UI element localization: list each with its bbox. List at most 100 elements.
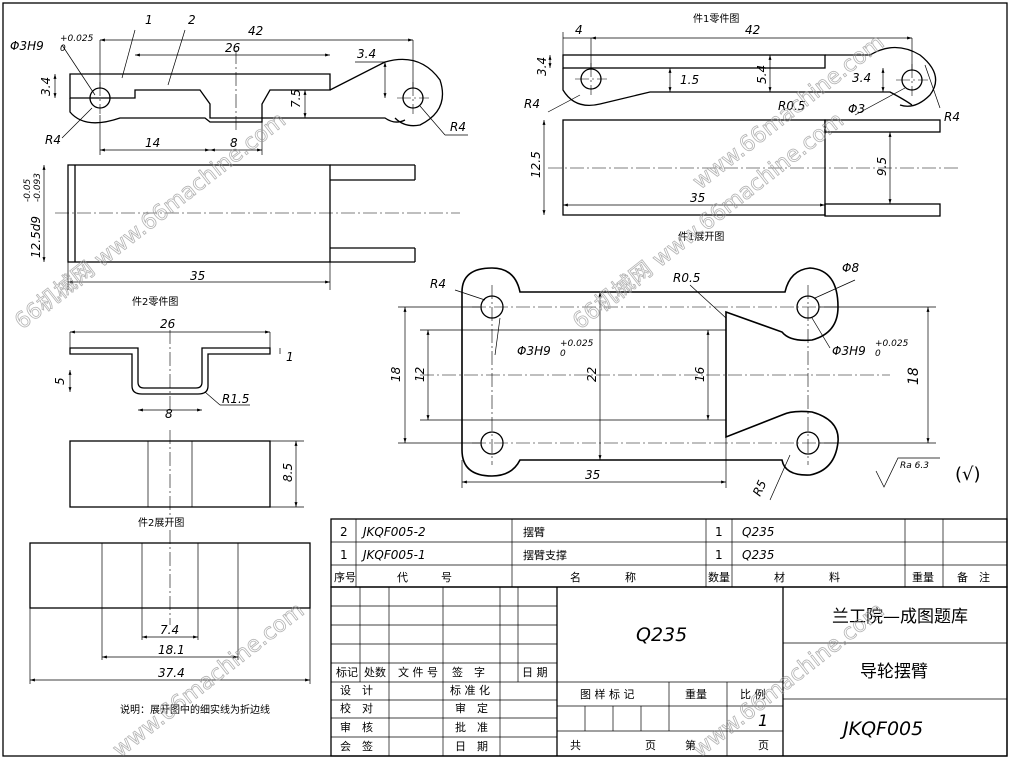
sign-authorize: 批 准	[455, 720, 488, 734]
sheet-label: 页	[645, 739, 656, 752]
part2-unfold-title: 件2展开图	[138, 517, 184, 529]
assembly-dim-26: 26	[225, 41, 241, 55]
part1-unfold-bore-right-tol-upper: +0.025	[875, 339, 909, 349]
part-row-2-qty: 1	[715, 525, 723, 539]
part1-dim-34: 3.4	[852, 71, 871, 85]
assembly-dim-42: 42	[248, 24, 263, 38]
stage-label: 图 样 标 记	[580, 687, 635, 701]
part1-unfold-view: R4 R0.5 Φ8 Φ3H9 +0.025 0 Φ3H9 +0.025 0 1…	[389, 261, 936, 501]
part1-unfold-h18-right: 18	[906, 367, 922, 385]
part-row-2-seq: 2	[340, 525, 348, 539]
part-row-1-qty: 1	[715, 548, 723, 562]
unfold-note: 说明：展开图中的细实线为折边线	[120, 703, 270, 716]
scale-value: 1	[758, 711, 768, 730]
part1-unfold-r05: R0.5	[673, 271, 700, 285]
part1-dim-95: 9.5	[875, 157, 889, 176]
header-qty: 数量	[708, 571, 730, 584]
header-remarks: 备 注	[957, 570, 990, 584]
balloon-2: 2	[188, 13, 196, 27]
sign-review: 审 核	[340, 720, 373, 734]
assembly-dim-75: 7.5	[289, 89, 303, 108]
assembly-arm-right-end	[329, 58, 444, 127]
assembly-top-width: 12.5d9	[29, 216, 43, 258]
roughness-other: (√)	[955, 464, 981, 485]
part1-unfold-d8: Φ8	[842, 261, 859, 275]
part1-radius-05: R0.5	[778, 99, 805, 113]
parts-list: 2 JKQF005-2 摆臂 1 Q235 1 JKQF005-1 摆臂支撑 1…	[330, 518, 1008, 588]
watermark: www.66machine.com	[108, 598, 309, 759]
part1-front-view: 4 42 3.4 1.5 5.4 3.4 R0.5 Φ3 R4 R4	[524, 23, 960, 124]
part-row-2-code: JKQF005-2	[361, 525, 426, 539]
part2-dim-5: 5	[53, 377, 67, 385]
assembly-top-dim-35: 35	[190, 269, 205, 283]
part2-unfold-dim-374: 37.4	[158, 666, 185, 680]
weight-label: 重量	[685, 687, 707, 701]
header-material: 材 料	[774, 570, 840, 584]
part1-radius-right: R4	[944, 110, 960, 124]
page-label: 第	[685, 738, 696, 752]
part1-unfold-bore-right-tol-lower: 0	[875, 349, 881, 359]
part1-unfold-bore-left-tol-upper: +0.025	[560, 339, 594, 349]
part1-unfold-h16: 16	[693, 366, 707, 382]
part1-dim-4: 4	[575, 23, 583, 37]
part1-dim-thick: 3.4	[535, 57, 549, 76]
part-row-1-material: Q235	[742, 548, 774, 562]
roughness-value: Ra 6.3	[900, 461, 929, 471]
part2-drawing-title: 件2零件图	[132, 296, 178, 308]
part2-unfold-dim-181: 18.1	[158, 643, 185, 657]
part1-unfold-dim-35: 35	[585, 468, 600, 482]
part1-unfold-bore-left: Φ3H9	[517, 344, 551, 358]
rev-header-sign: 签 字	[452, 665, 485, 679]
header-weight: 重量	[912, 570, 934, 584]
part1-dim-42: 42	[745, 23, 760, 37]
sign-standard: 标 准 化	[450, 683, 490, 697]
assembly-top-view: 35 12.5d9 -0.05 -0.093	[23, 164, 460, 290]
watermark: 66机械网 www.66machine.com	[568, 108, 849, 335]
drawing-number: JKQF005	[839, 718, 923, 740]
part2-dim-1: 1	[286, 350, 294, 364]
part1-unfold-bore-right: Φ3H9	[832, 344, 866, 358]
title-material: Q235	[636, 624, 687, 646]
sign-design: 设 计	[340, 684, 373, 697]
part2-top-view: 8.5	[69, 430, 304, 515]
header-code: 代 号	[397, 571, 452, 584]
part2-unfold-view: 7.4 18.1 37.4	[29, 530, 311, 684]
part1-unfold-r5: R5	[750, 478, 769, 498]
part1-dim-35: 35	[690, 191, 705, 205]
part1-unfold-title: 件1展开图	[678, 231, 724, 243]
part2-dim-85: 8.5	[281, 463, 295, 482]
part1-dim-15: 1.5	[680, 73, 699, 87]
part1-radius-left: R4	[524, 97, 540, 111]
part1-dim-54: 5.4	[755, 65, 769, 84]
part2-front-view: 26 8 5 1 R1.5	[53, 317, 294, 421]
sign-approve: 审 定	[455, 701, 488, 715]
title-block: 标记 处数 文 件 号 签 字 日 期 设 计 校 对 审 核 会 签 标 准 …	[330, 586, 1008, 757]
roughness-symbol: Ra 6.3 (√)	[875, 457, 981, 488]
part1-drawing-title: 件1零件图	[693, 13, 739, 25]
drawing-name: 导轮摆臂	[860, 662, 928, 682]
assembly-dim-offset: 3.4	[357, 47, 376, 61]
part1-unfold-h22: 22	[585, 367, 599, 382]
assembly-radius-right: R4	[450, 120, 466, 134]
sign-countersign: 会 签	[340, 739, 373, 753]
rev-header-mark: 标记	[336, 665, 358, 679]
assembly-dim-thickness: 3.4	[39, 77, 53, 96]
part1-unfold-h12: 12	[413, 367, 427, 382]
header-name: 名 称	[570, 570, 636, 584]
header-seq: 序号	[334, 570, 356, 584]
part-row-2-material: Q235	[742, 525, 774, 539]
assembly-dim-8: 8	[230, 136, 238, 150]
rev-header-count: 处数	[364, 666, 386, 679]
part1-unfold-bore-left-tol-lower: 0	[560, 349, 566, 359]
page-suffix: 页	[758, 739, 769, 752]
part-row-1-name: 摆臂支撑	[523, 548, 567, 562]
sign-check: 校 对	[340, 701, 373, 715]
total-label: 共	[570, 739, 581, 752]
part1-unfold-h18-left: 18	[389, 366, 403, 382]
assembly-width-tol-upper: -0.05	[23, 178, 33, 202]
assembly-bore-tol-upper: +0.025	[60, 34, 94, 44]
balloon-1: 1	[145, 13, 153, 27]
assembly-front-view: 42 26 14 8 7.5 3.4 3.4 1 2 Φ3H9 +0.025 0…	[10, 13, 468, 155]
